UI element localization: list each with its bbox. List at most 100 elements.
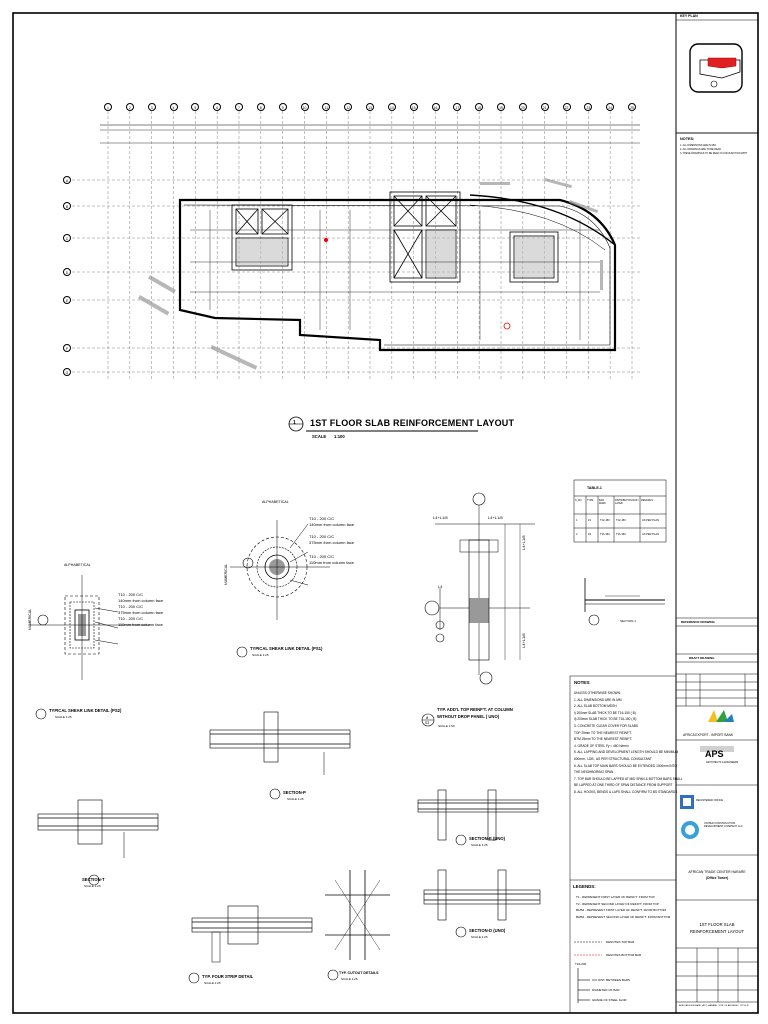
notes-small-list: 1. ALL DIMENSIONS ARE IN MM. 2. ALL DRAW… bbox=[680, 144, 747, 157]
plan-scale-value: 1:100 bbox=[334, 434, 345, 439]
grid-column-bubble: 5 bbox=[191, 103, 200, 111]
registered-logo bbox=[680, 795, 694, 809]
legend-item: B1/B2 - REPRESENT FIRST LAYER OF REINF'T… bbox=[576, 908, 667, 912]
grid-column-bubble: 18 bbox=[475, 103, 484, 111]
table1-cell: AS PER PLAN bbox=[642, 533, 660, 536]
key-plan-label: KEY PLAN bbox=[680, 14, 698, 18]
plan-title-group bbox=[288, 416, 478, 432]
table1-cell: AS PER PLAN bbox=[642, 519, 660, 522]
grid-column-bubble: 12 bbox=[344, 103, 353, 111]
note-item: 2. ALL SLAB BOTTOM MESH bbox=[574, 704, 617, 709]
table1-grid bbox=[573, 479, 667, 543]
legend-item: DIAMETER OF BAR bbox=[592, 988, 620, 992]
ps1-detail-drawing bbox=[230, 520, 330, 620]
table1-cell: 1 bbox=[576, 519, 578, 522]
reinf-scale: SCALE 1:50 bbox=[438, 724, 455, 728]
grid-column-bubble: 11 bbox=[322, 103, 331, 111]
grid-column-bubble: 19 bbox=[497, 103, 505, 111]
plan-scale-label: SCALE bbox=[312, 434, 327, 439]
ps2-label: 375mm from column face bbox=[118, 610, 164, 615]
draft-drawing-label: DRAFT DRAWING bbox=[689, 656, 715, 660]
ps1-label: 375mm from column face bbox=[309, 540, 355, 545]
plan-number: 1 bbox=[293, 420, 296, 426]
section-t-drawing bbox=[37, 799, 159, 858]
ps2-alphabetical: ALPHABETICAL bbox=[64, 563, 91, 567]
cutout-caption: TYP. CUTOUT DETAILS bbox=[339, 971, 379, 975]
project-name: AFRICAN TRADE CENTER HARARE bbox=[688, 870, 746, 874]
notes-title: NOTES: bbox=[574, 680, 591, 685]
grid-row-bubble: F bbox=[63, 344, 71, 352]
table1-header: REMARKS bbox=[641, 499, 653, 502]
legend-item: C/C DIST. BETWEEN BARS bbox=[592, 978, 631, 982]
note-item: 8. ALL HOOKS, BENDS & LAPS SHALL CONFIRM… bbox=[574, 789, 678, 794]
table1-cell: T16-150 bbox=[616, 533, 626, 536]
notes-small-item: 2. ALL DRAWINGS ARE TO BE READ bbox=[680, 148, 721, 152]
drawing-title-1: 1ST FLOOR SLAB bbox=[699, 922, 735, 927]
reinf-dim: L4+L1/8 bbox=[521, 535, 526, 550]
note-item: 5. ALL LAPPING AND DEVELOPMENT LENGTH SH… bbox=[574, 750, 679, 755]
table1-header: S_NO bbox=[575, 499, 582, 502]
note-item: 4. GRADE OF STEEL Fy = 460 N/mm² bbox=[574, 743, 629, 748]
note-item: 6. ALL SLAB TOP MAIN BARS SHOULD BE EXTE… bbox=[574, 763, 677, 768]
ps2-label: T10 - 200 C/C bbox=[118, 616, 144, 621]
table1-cell: T12-150 bbox=[600, 519, 610, 522]
ps1-label: 140mm from column face bbox=[309, 522, 355, 527]
ps2-label: T10 - 200 C/C bbox=[118, 604, 144, 609]
grid-column-bubble: 17 bbox=[453, 103, 462, 111]
grid-column-bubble: 8 bbox=[256, 103, 265, 111]
reinf-sheet: S3 bbox=[425, 721, 430, 725]
ps2-label: 110mm from column face bbox=[118, 622, 163, 627]
sheet-border bbox=[12, 12, 759, 1014]
grid-column-bubble: 7 bbox=[235, 103, 243, 111]
footer-code: AFRICAN EXIM BANK (ATC) HARARE / STR / S… bbox=[679, 1005, 749, 1007]
section-t-scale: SCALE 1:25 bbox=[84, 884, 101, 888]
contractor-name: UNITED CONSTRUCTION DEVELOPMENT COMPANY … bbox=[704, 822, 743, 829]
grid-column-bubble: 13 bbox=[366, 103, 374, 111]
grid-row-bubble: D bbox=[63, 268, 71, 276]
legends-list-top: T1 - REPRESENT FIRST LAYER OF REINF'T. F… bbox=[576, 894, 670, 920]
legend-item: T2 - REPRESENT SECOND LAYER OF REINF'T. … bbox=[576, 901, 659, 906]
note-item: 3. CONCRETE CLEAR COVER FOR SLABS bbox=[574, 723, 638, 728]
ps2-label: 140mm from column face bbox=[118, 598, 164, 603]
ps1-scale: SCALE 1:25 bbox=[252, 653, 269, 657]
grid-column-bubble: 9 bbox=[278, 103, 287, 111]
table1-header: TYPE bbox=[587, 499, 594, 502]
client-logo bbox=[708, 710, 734, 722]
drawing-title-2: REINFORCEMENT LAYOUT bbox=[689, 929, 745, 934]
registered-office: REGISTERED OFFICE bbox=[696, 799, 724, 802]
legend-bars bbox=[574, 941, 602, 1003]
ps2-caption: TYPICAL SHEAR LINK DETAIL (PS2) bbox=[49, 708, 122, 713]
reference-drawing-label: REFERENCE DRAWING bbox=[681, 620, 715, 624]
ps1-labels: T10 - 200 C/C 140mm from column face T10… bbox=[309, 516, 354, 566]
grid-column-bubble: 1 bbox=[104, 103, 112, 111]
section-p-drawing bbox=[209, 711, 351, 775]
legend-item: B2/B4 - REPRESENT SECOND LAYER OF REINF'… bbox=[576, 914, 671, 919]
legend-item: T1 - REPRESENT FIRST LAYER OF REINF'T. F… bbox=[576, 895, 655, 899]
section-t-caption: SECTION-T bbox=[82, 877, 105, 882]
section-e-caption: SECTION-E (UNO) bbox=[469, 836, 506, 841]
grid-column-bubble: 20 bbox=[518, 103, 527, 111]
section-d-caption: SECTION-D (UNO) bbox=[469, 928, 506, 933]
grid-column-bubble: 23 bbox=[584, 103, 593, 111]
grid-row-bubble: A bbox=[63, 176, 71, 184]
consultant-name: APS bbox=[705, 749, 724, 759]
note-item: 1. ALL DIMENSIONS ARE IN MM bbox=[574, 697, 622, 702]
grid-column-bubble: 21 bbox=[540, 103, 549, 111]
notes-small-item: 1. ALL DIMENSIONS ARE IN MM. bbox=[680, 144, 717, 147]
section-e-drawing bbox=[417, 789, 539, 841]
note-item: ii) 200mm SLAB THICK TO BE T16-150 ( B) bbox=[574, 717, 637, 722]
detail-callout-bubbles bbox=[35, 614, 600, 984]
grid-column-bubble: 4 bbox=[169, 103, 178, 111]
grid-column-bubble: 2 bbox=[125, 103, 134, 111]
note-item: 600mm , LDB , AS PER STRUCTURAL CONSULTA… bbox=[574, 756, 652, 761]
cutout-scale: SCALE 1:25 bbox=[341, 977, 358, 981]
note-item: UNLESS OTHERWISE SHOWN: bbox=[574, 691, 621, 695]
grid-column-bubble: 10 bbox=[300, 103, 309, 111]
legend-item: DENOTES TOP BAR bbox=[606, 940, 635, 944]
reinf-caption-2: WITHOUT DROP PANEL ( UNO) bbox=[437, 714, 500, 719]
grid-column-bubble: 6 bbox=[213, 103, 222, 111]
ps1-label: 110mm from column face bbox=[309, 560, 354, 565]
note-item: i) 200mm SLAB THICK TO BE T16-150 ( B) bbox=[574, 710, 636, 715]
reinf-dim: L4+L1/8 bbox=[433, 515, 448, 520]
contractor-logo bbox=[681, 821, 699, 839]
